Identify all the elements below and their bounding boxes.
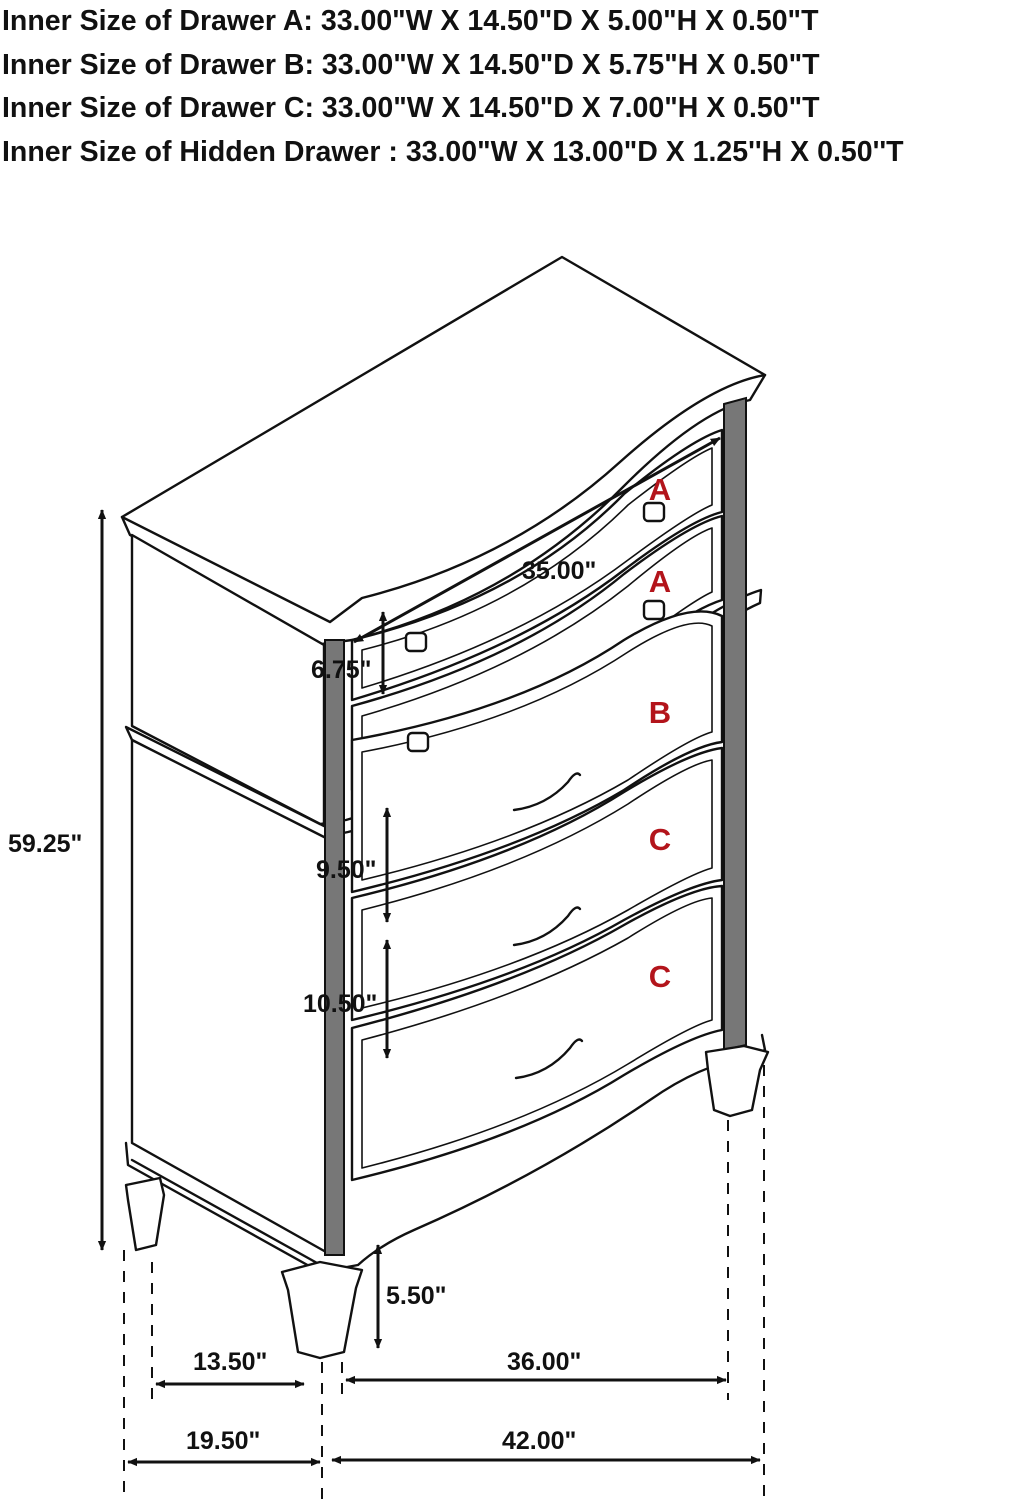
spec-drawer-a: Inner Size of Drawer A: 33.00"W X 14.50"… [2,5,819,37]
knob-icon [404,631,428,653]
spec-drawer-c: Inner Size of Drawer C: 33.00"W X 14.50"… [2,92,820,124]
drawer-label-c: C [649,959,671,994]
front-column-right [723,396,747,1052]
knob-icon [642,599,666,621]
label-inner-front-width: 36.00" [507,1348,581,1376]
legs [124,1044,770,1360]
dimension-labels: 59.25" 35.00" 6.75" 9.50" 10.50" 5.50" 1… [8,557,596,1455]
drawer-label-a: A [649,472,671,507]
label-top-drawer-width: 35.00" [522,557,596,585]
drawer-label-a: A [649,564,671,599]
drawer-label-c: C [649,822,671,857]
leg-back-left [124,1176,166,1252]
drawer-labels: A A B C C [649,472,671,994]
label-overall-width: 42.00" [502,1427,576,1455]
base-plinth-lower [130,1158,328,1270]
drawer-3 [350,610,724,894]
arrow-top-drawer-width [353,436,721,644]
leg-front-left [280,1260,364,1360]
label-overall-height: 59.25" [8,830,82,858]
drawer-5 [350,884,724,1182]
dimension-arrows [97,436,761,1467]
projection-lines [123,1065,765,1500]
label-top-drawer-height: 6.75" [311,656,372,684]
label-middle-drawer-height: 9.50" [316,856,377,884]
drawer-inner-size-specs: Inner Size of Drawer A: 33.00"W X 14.50"… [2,0,904,174]
drawer-label-b: B [649,695,671,730]
label-lower-drawer-height: 10.50" [303,990,377,1018]
bail-pull-icon [512,906,582,947]
leg-front-right [704,1044,770,1118]
knob-icon [406,731,430,753]
spec-hidden-drawer: Inner Size of Hidden Drawer : 33.00"W X … [2,135,904,168]
front-column-left [324,639,345,1256]
drawer-4 [350,746,724,1022]
bail-pull-icon [514,1038,584,1080]
label-overall-depth: 19.50" [186,1427,260,1455]
bail-pull-icon [512,772,582,812]
label-leg-height: 5.50" [386,1282,447,1310]
spec-drawer-b: Inner Size of Drawer B: 33.00"W X 14.50"… [2,48,820,81]
label-inner-side-depth: 13.50" [193,1348,267,1376]
